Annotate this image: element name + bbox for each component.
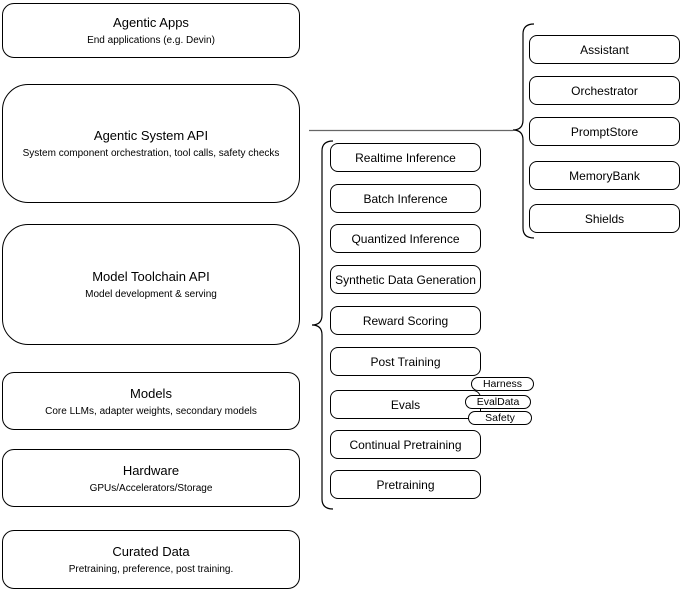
tag-label: Harness: [482, 378, 523, 390]
tag-label: EvalData: [476, 396, 520, 408]
component-label: PromptStore: [570, 124, 639, 139]
layer-title: Models: [130, 385, 172, 401]
evals-tag-safety: Safety: [468, 411, 532, 425]
layer-box-model-toolchain-api: Model Toolchain API Model development & …: [2, 224, 300, 345]
layer-subtitle: End applications (e.g. Devin): [87, 35, 215, 46]
evals-tag-harness: Harness: [471, 377, 534, 391]
component-box-reward-scoring: Reward Scoring: [330, 306, 481, 335]
component-box-pretraining: Pretraining: [330, 470, 481, 499]
layer-subtitle: System component orchestration, tool cal…: [22, 148, 280, 159]
layer-subtitle: Core LLMs, adapter weights, secondary mo…: [45, 405, 257, 417]
layer-box-agentic-system-api: Agentic System API System component orch…: [2, 84, 300, 203]
layer-subtitle: Model development & serving: [85, 289, 217, 300]
component-label: Orchestrator: [571, 83, 638, 98]
layer-title: Curated Data: [112, 544, 190, 559]
component-box-quantized-inference: Quantized Inference: [330, 224, 481, 253]
component-box-realtime-inference: Realtime Inference: [330, 143, 481, 172]
layer-title: Model Toolchain API: [92, 269, 210, 284]
component-box-batch-inference: Batch Inference: [330, 184, 481, 213]
layer-title: Agentic System API: [93, 128, 209, 143]
tag-label: Safety: [485, 412, 515, 424]
component-label: Post Training: [370, 354, 441, 369]
component-label: Evals: [390, 397, 421, 412]
layer-box-curated-data: Curated Data Pretraining, preference, po…: [2, 530, 300, 589]
component-box-synthetic-data-generation: Synthetic Data Generation: [330, 265, 481, 294]
component-box-orchestrator: Orchestrator: [529, 76, 680, 105]
component-label: Reward Scoring: [362, 313, 449, 328]
component-box-memorybank: MemoryBank: [529, 161, 680, 190]
layer-box-agentic-apps: Agentic Apps End applications (e.g. Devi…: [2, 3, 300, 58]
component-label: Realtime Inference: [355, 150, 456, 165]
component-label: Shields: [584, 211, 625, 226]
layer-title: Agentic Apps: [113, 15, 189, 30]
component-label: MemoryBank: [569, 168, 640, 183]
layer-title: Hardware: [122, 462, 180, 478]
component-box-evals: Evals: [330, 390, 481, 419]
layer-subtitle: Pretraining, preference, post training.: [68, 564, 234, 575]
component-box-shields: Shields: [529, 204, 680, 233]
component-label: Assistant: [580, 42, 629, 57]
component-label: Quantized Inference: [351, 231, 460, 246]
component-box-assistant: Assistant: [529, 35, 680, 64]
component-label: Continual Pretraining: [349, 437, 462, 452]
layer-box-models: Models Core LLMs, adapter weights, secon…: [2, 372, 300, 430]
layer-box-hardware: Hardware GPUs/Accelerators/Storage: [2, 449, 300, 507]
component-box-promptstore: PromptStore: [529, 117, 680, 146]
toolchain-brace: [311, 140, 334, 510]
component-box-continual-pretraining: Continual Pretraining: [330, 430, 481, 459]
component-box-post-training: Post Training: [330, 347, 481, 376]
component-label: Batch Inference: [363, 191, 448, 206]
component-label: Synthetic Data Generation: [335, 272, 476, 287]
evals-tag-evaldata: EvalData: [465, 395, 531, 409]
layer-subtitle: GPUs/Accelerators/Storage: [89, 482, 213, 494]
component-label: Pretraining: [376, 477, 435, 492]
